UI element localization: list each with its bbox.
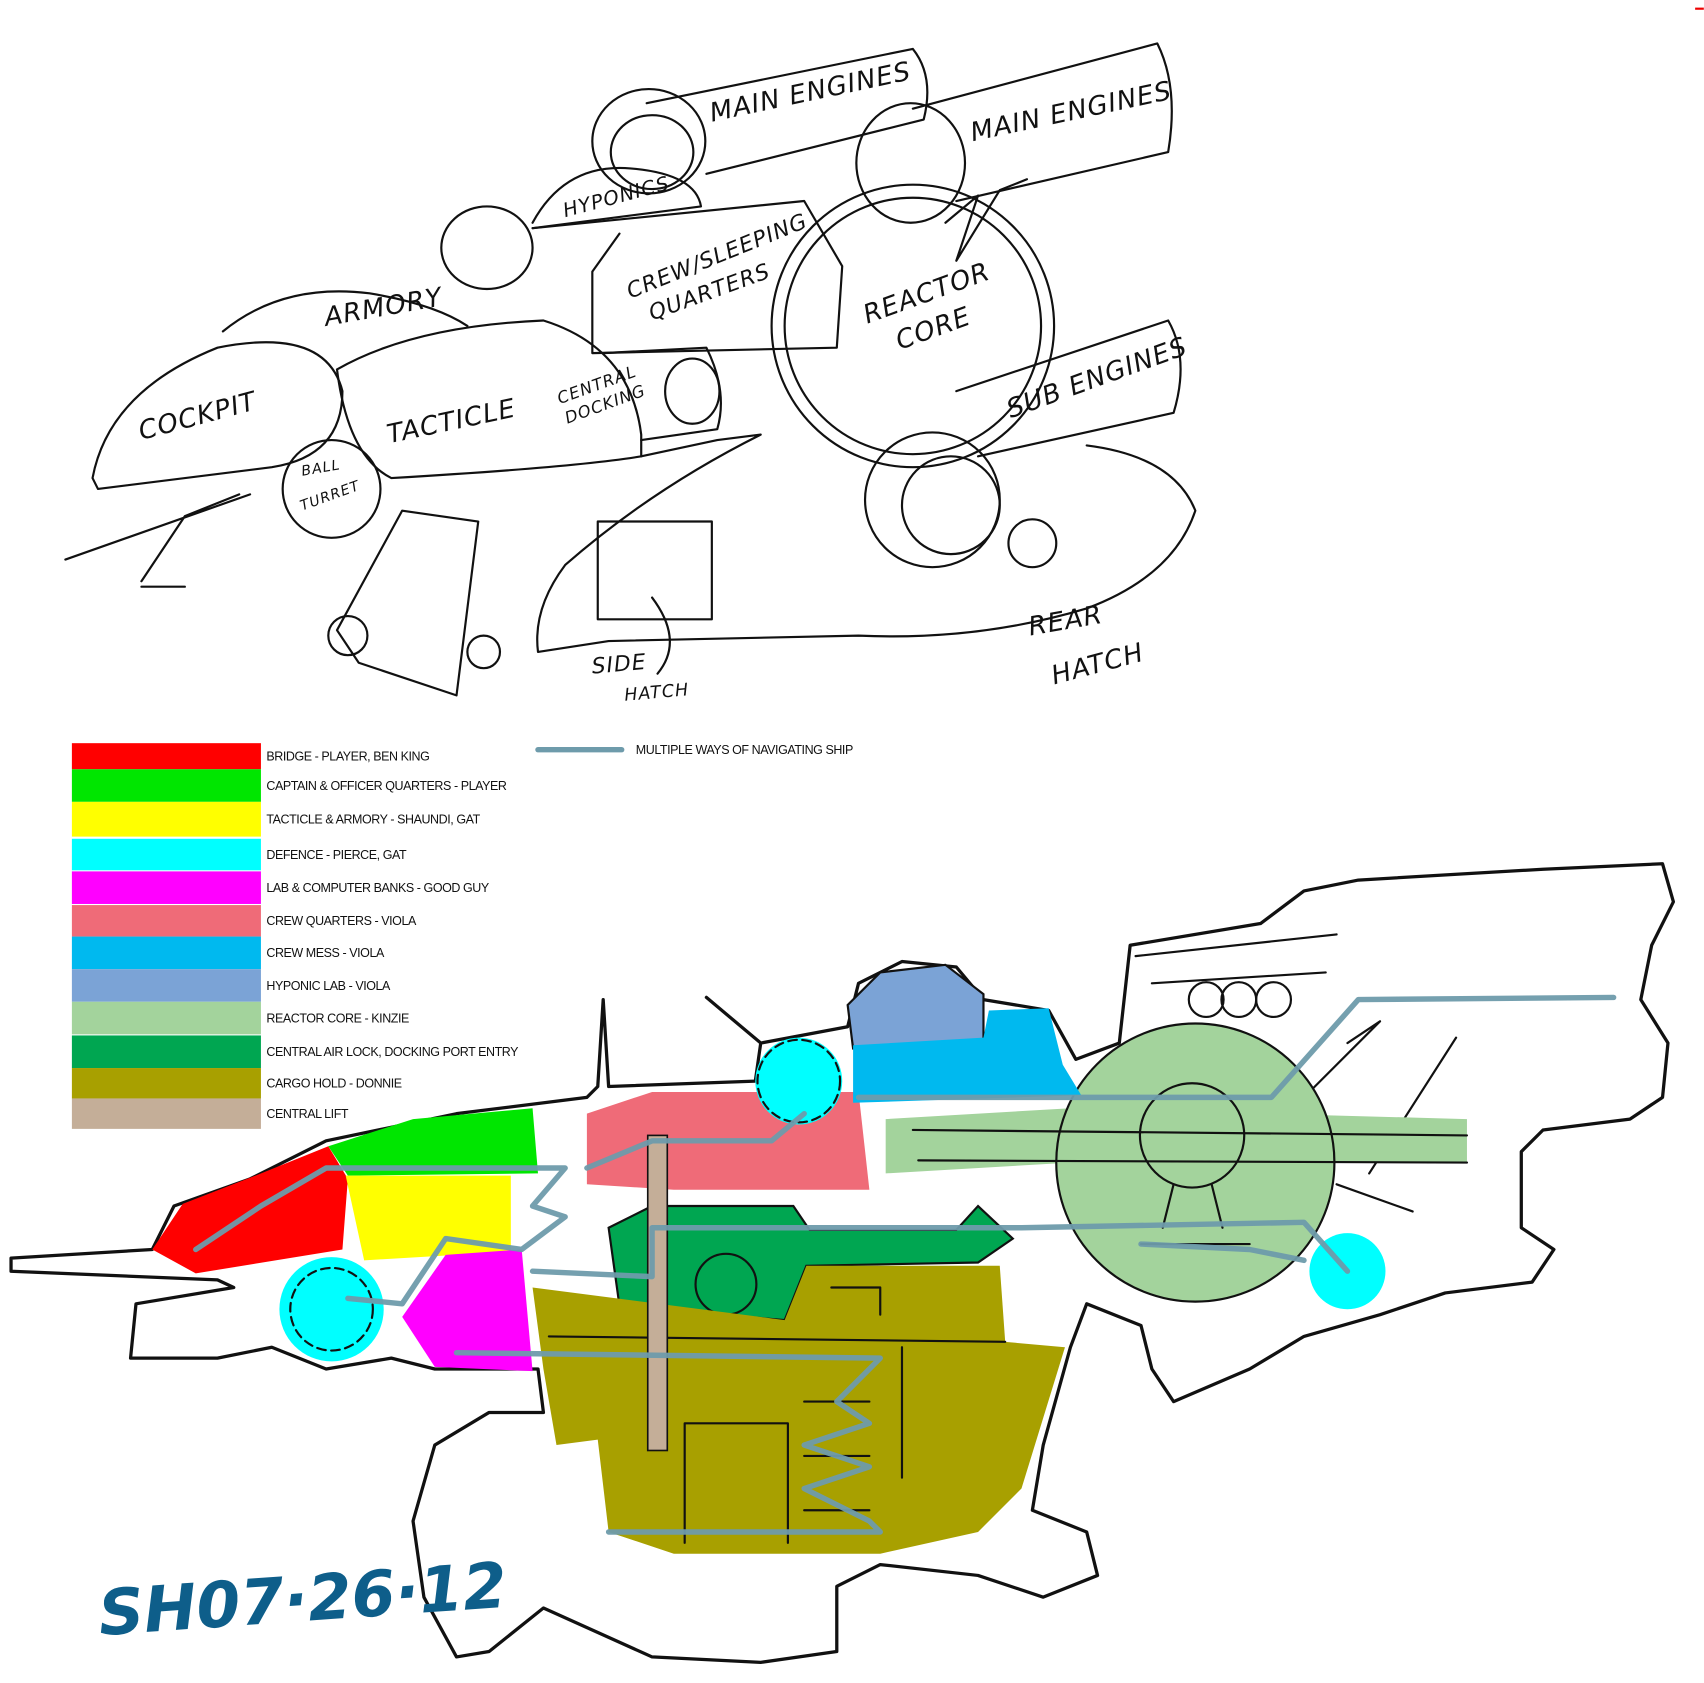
sub-engine-cylinder <box>955 319 1182 458</box>
engine-nozzle-1 <box>591 88 707 195</box>
legend-label: CREW MESS - VIOLA <box>266 946 385 960</box>
docking-port <box>664 357 721 425</box>
legend-swatch <box>71 769 261 802</box>
legend-label: CENTRAL AIR LOCK, DOCKING PORT ENTRY <box>266 1045 519 1059</box>
ball-turret <box>281 438 382 539</box>
label-rear-1: REAR <box>1026 600 1105 643</box>
turret-top <box>440 205 534 291</box>
room-bridge <box>152 1146 348 1274</box>
room-captain-officer-quarters <box>328 1108 538 1176</box>
label-armory: ARMORY <box>320 282 446 333</box>
legend-label: DEFENCE - PIERCE, GAT <box>266 848 407 862</box>
legend-swatch <box>71 969 261 1002</box>
cockpit-outline <box>91 341 344 491</box>
navigation-paths <box>193 994 1617 1535</box>
lower-hull <box>536 433 1197 653</box>
label-tacticle: TACTICLE <box>384 394 518 451</box>
main-engine-cylinder-2 <box>911 42 1173 203</box>
side-hatch-door <box>596 520 713 621</box>
legend-label: CENTRAL LIFT <box>266 1107 349 1121</box>
room-defence-front <box>279 1257 384 1362</box>
legend-label: TACTICLE & ARMORY - SHAUNDI, GAT <box>266 813 480 827</box>
legend-label: BRIDGE - PLAYER, BEN KING <box>266 750 429 764</box>
legend-label: LAB & COMPUTER BANKS - GOOD GUY <box>266 881 489 895</box>
legend-swatch <box>71 1001 261 1035</box>
legend-swatch <box>71 743 261 770</box>
label-rear-2: HATCH <box>1048 638 1147 691</box>
label-hyponics: HYPONICS <box>561 172 673 223</box>
label-side-1: SIDE <box>591 650 648 680</box>
legend-nav-label: MULTIPLE WAYS OF NAVIGATING SHIP <box>636 743 853 757</box>
room-central-lift <box>646 1134 669 1452</box>
legend-swatch <box>71 1098 261 1129</box>
label-main-engines-1: MAIN ENGINES <box>707 57 914 129</box>
concept-sketch: MAIN ENGINES MAIN ENGINES HYPONICS CREW/… <box>64 42 1197 706</box>
reactor-ring-outer <box>770 183 1056 469</box>
tacticle-cylinder <box>335 319 643 480</box>
label-main-engines-2: MAIN ENGINES <box>968 76 1175 148</box>
label-side-2: HATCH <box>624 680 690 706</box>
legend-label: CARGO HOLD - DONNIE <box>266 1077 401 1091</box>
legend-swatch <box>71 801 261 837</box>
room-cargo-hold <box>532 1265 1065 1554</box>
room-lab-computer-banks <box>402 1249 533 1372</box>
hyponics-dome <box>531 166 703 230</box>
armory-outline <box>221 290 469 333</box>
legend-swatch <box>71 1068 261 1099</box>
room-crew-mess <box>853 1008 1082 1103</box>
legend-swatch <box>71 838 261 871</box>
legend-swatch <box>71 1035 261 1069</box>
label-cockpit: COCKPIT <box>135 386 261 447</box>
crew-block <box>531 199 844 355</box>
floor-plan <box>9 862 1676 1664</box>
legend-swatch <box>71 936 261 970</box>
label-ball-2: TURRET <box>298 478 363 515</box>
legend-label: CAPTAIN & OFFICER QUARTERS - PLAYER <box>266 779 506 793</box>
room-tacticle-armory <box>345 1175 511 1261</box>
landing-leg <box>335 509 480 697</box>
legend-label: REACTOR CORE - KINZIE <box>266 1011 409 1025</box>
room-defence-top <box>755 1037 843 1125</box>
label-sub-engines: SUB ENGINES <box>1003 332 1192 425</box>
legend-swatch <box>71 905 261 937</box>
main-engine-cylinder-1 <box>645 47 929 175</box>
legend-swatch <box>71 871 261 904</box>
legend-label: HYPONIC LAB - VIOLA <box>266 979 391 993</box>
legend-label: CREW QUARTERS - VIOLA <box>266 914 417 928</box>
label-ball-1: BALL <box>300 457 342 480</box>
legend: BRIDGE - PLAYER, BEN KING CAPTAIN & OFFIC… <box>71 743 520 1129</box>
engine-nozzle-2 <box>855 102 967 224</box>
